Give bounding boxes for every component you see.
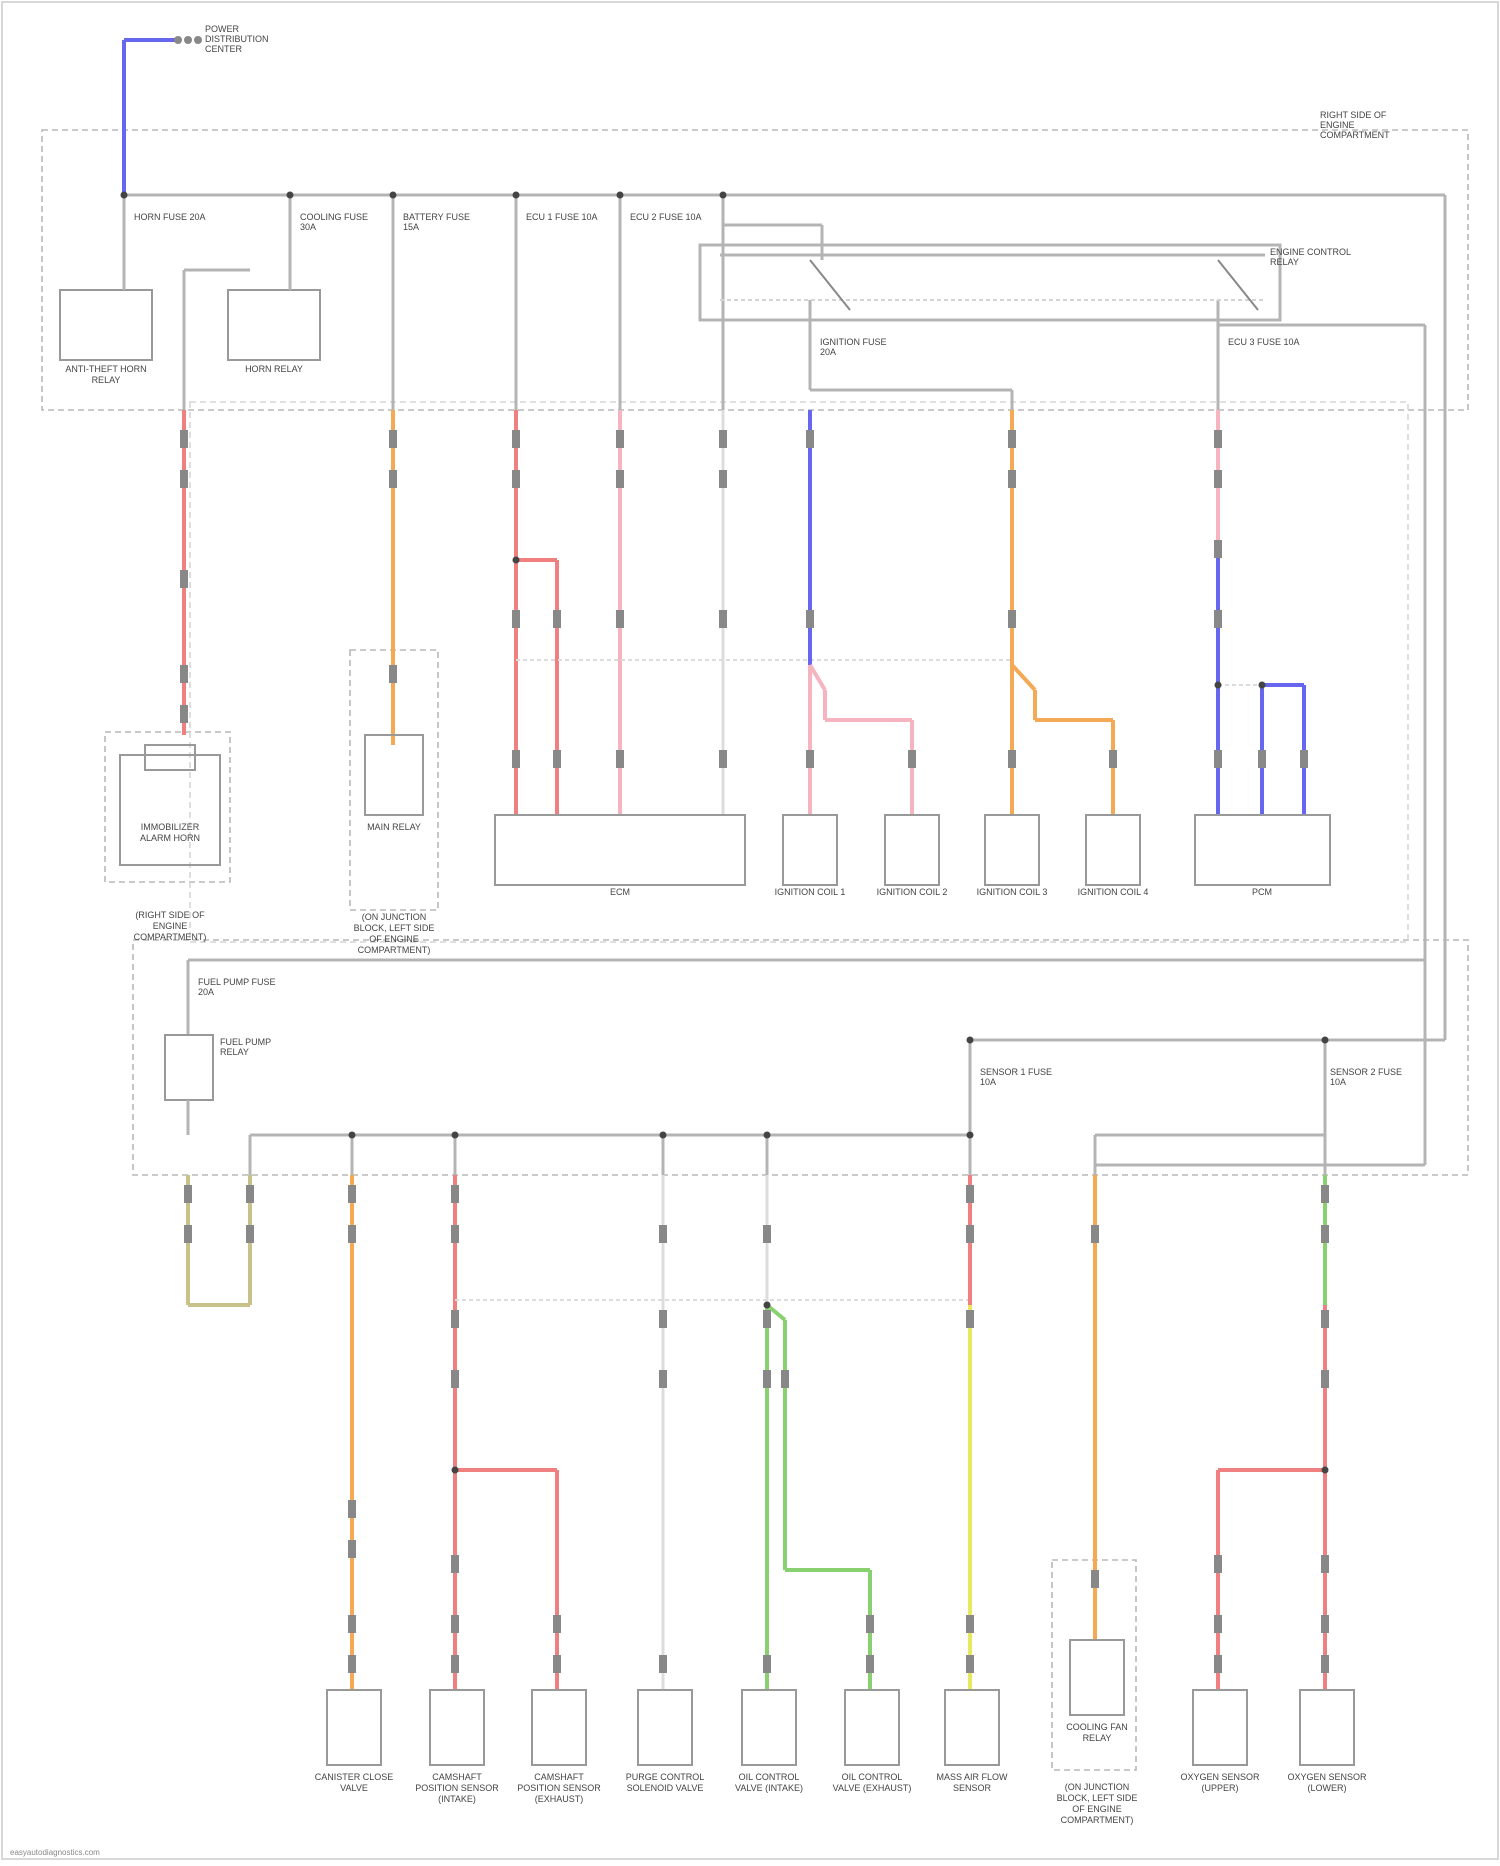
relay-label-horn: HORN RELAY bbox=[245, 364, 303, 374]
ign-coil-3-label: IGNITION COIL 3 bbox=[977, 887, 1048, 897]
fuse-label-horn: HORN FUSE 20A bbox=[134, 212, 206, 222]
fuse-label-ecu1: ECU 1 FUSE 10A bbox=[526, 212, 598, 222]
main-relay-label: MAIN RELAY bbox=[367, 822, 421, 832]
fuse-label-ecu2: ECU 2 FUSE 10A bbox=[630, 212, 702, 222]
pcm-label: PCM bbox=[1252, 887, 1272, 897]
ign-coil-2-label: IGNITION COIL 2 bbox=[877, 887, 948, 897]
ign-coil-4-label: IGNITION COIL 4 bbox=[1078, 887, 1149, 897]
fuse-label-ecu3: ECU 3 FUSE 10A bbox=[1228, 337, 1300, 347]
credit-text: easyautodiagnostics.com bbox=[10, 1848, 100, 1857]
ecm-label: ECM bbox=[610, 887, 630, 897]
ign-coil-1-label: IGNITION COIL 1 bbox=[775, 887, 846, 897]
